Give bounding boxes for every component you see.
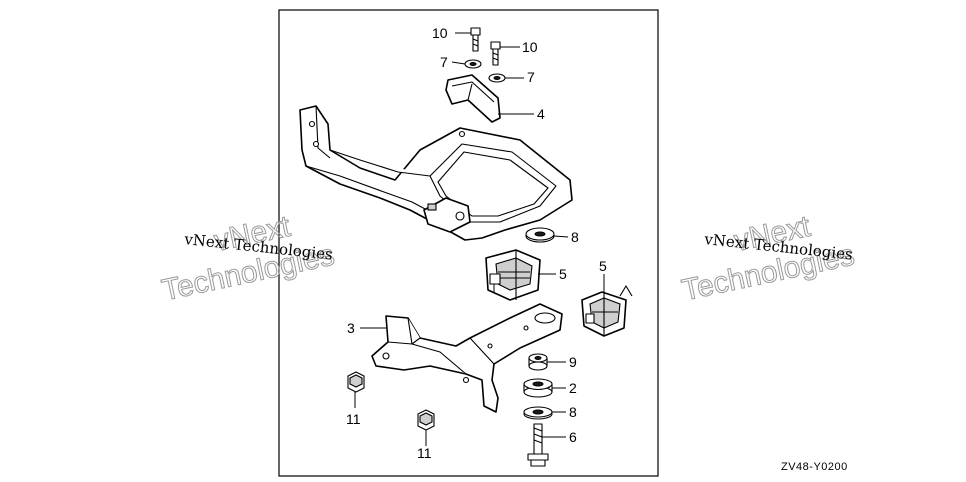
- callout-3: 3: [347, 320, 355, 336]
- callout-6: 6: [569, 429, 577, 445]
- washer-part-7b: [488, 73, 506, 83]
- washer-part-8-lower: [523, 406, 553, 420]
- callout-8-upper: 8: [571, 229, 579, 245]
- bolt-part-6: [527, 423, 549, 467]
- bolt-part-10a: [470, 27, 481, 52]
- rubber-mount-part-5b: [581, 285, 633, 337]
- callout-8-lower: 8: [569, 404, 577, 420]
- callout-7-left: 7: [440, 54, 448, 70]
- callout-10-top: 10: [432, 25, 448, 41]
- diagram-frame: [278, 9, 659, 477]
- bracket-part-4: [445, 74, 501, 123]
- washer-part-8-upper: [525, 227, 555, 243]
- watermark-left: vNext Technologies vNext Technologies: [159, 209, 338, 308]
- leader-lines: [354, 32, 605, 446]
- lower-bracket-part-3: [371, 303, 563, 413]
- cushion-part-2: [523, 378, 553, 398]
- callout-10-right: 10: [522, 39, 538, 55]
- nut-part-11b: [417, 409, 435, 431]
- diagram-code: ZV48-Y0200: [781, 461, 848, 473]
- callout-11-left: 11: [346, 411, 361, 427]
- rubber-mount-part-5a: [485, 249, 541, 301]
- callout-4: 4: [537, 106, 545, 122]
- callout-5-right: 5: [599, 258, 607, 274]
- nut-part-11a: [347, 371, 365, 393]
- callout-9: 9: [569, 354, 577, 370]
- spacer-part-9: [528, 353, 548, 371]
- callout-2: 2: [569, 380, 577, 396]
- callout-7-right: 7: [527, 69, 535, 85]
- callout-5-left: 5: [559, 266, 567, 282]
- bolt-part-10b: [490, 41, 501, 66]
- washer-part-7a: [464, 59, 482, 69]
- main-frame-tray: [299, 105, 573, 241]
- watermark-right: vNext Technologies vNext Technologies: [679, 209, 858, 308]
- callout-11-right: 11: [417, 445, 432, 461]
